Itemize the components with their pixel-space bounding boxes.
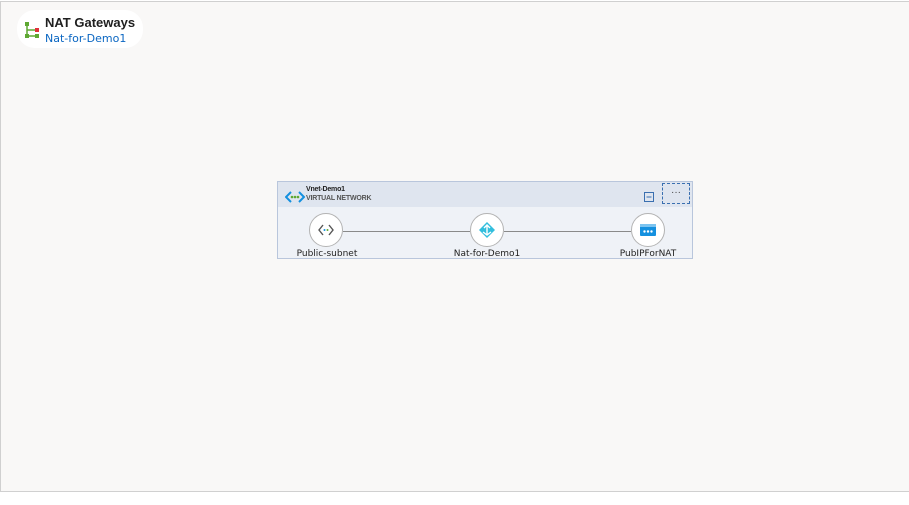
nat-gateway-node[interactable] (470, 213, 504, 247)
more-options-button[interactable]: ··· (662, 183, 690, 204)
connector-line (504, 231, 631, 232)
nat-gateway-icon (23, 20, 41, 40)
vnet-type: VIRTUAL NETWORK (306, 195, 372, 202)
connector-line (343, 231, 470, 232)
node-label: Nat-for-Demo1 (453, 249, 521, 259)
vnet-container: Vnet-Demo1 VIRTUAL NETWORK ··· Public-su… (277, 181, 693, 259)
virtual-network-icon (284, 190, 306, 206)
nat-gateway-icon (479, 222, 495, 238)
subnet-icon (318, 224, 334, 236)
public-ip-node[interactable] (631, 213, 665, 247)
resource-link[interactable]: Nat-for-Demo1 (45, 32, 127, 45)
topology-canvas[interactable]: NAT Gateways Nat-for-Demo1 Vnet-Demo1 VI… (0, 1, 909, 492)
node-label: Public-subnet (296, 249, 358, 259)
vnet-header: Vnet-Demo1 VIRTUAL NETWORK ··· (278, 182, 692, 207)
node-label: PubIPForNAT (619, 249, 677, 259)
page-title: NAT Gateways (45, 15, 136, 30)
subnet-node[interactable] (309, 213, 343, 247)
vnet-name: Vnet-Demo1 (306, 186, 345, 193)
public-ip-icon (640, 224, 656, 236)
collapse-icon[interactable] (644, 189, 654, 202)
